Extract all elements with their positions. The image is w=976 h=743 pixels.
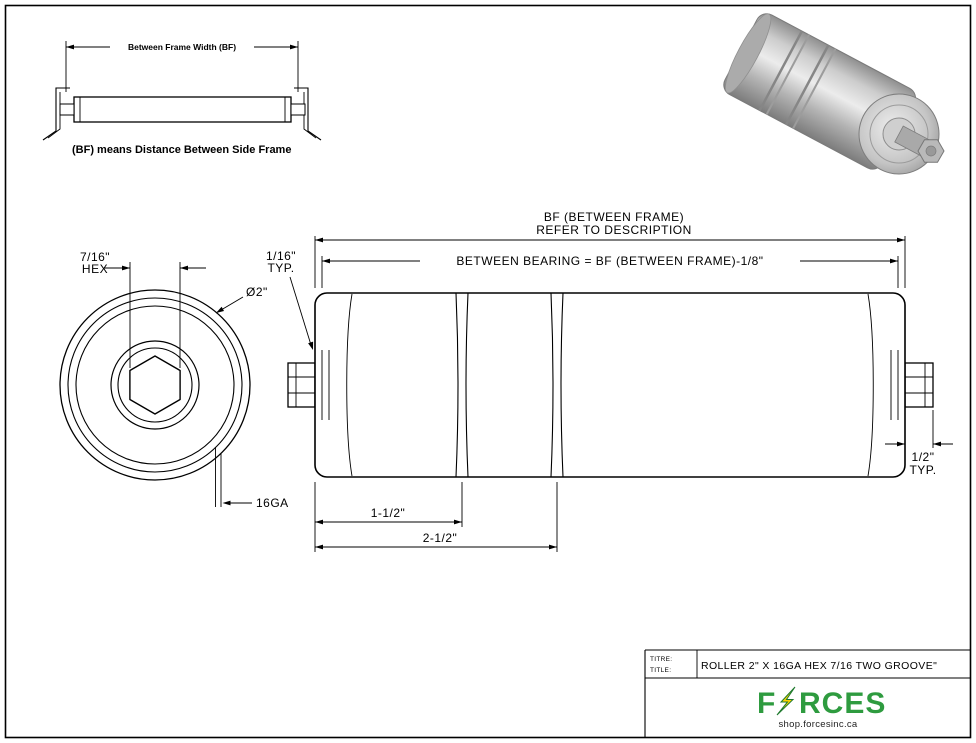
between-bearing-label: BETWEEN BEARING = BF (BETWEEN FRAME)-1/8… [456, 254, 763, 268]
end-clearance-callout: 1/16" TYP. [266, 249, 314, 350]
label-mask [420, 252, 800, 266]
tube-od-circle [59, 289, 251, 481]
inset-dim-label: Between Frame Width (BF) [128, 42, 236, 52]
groove-2 [550, 292, 564, 478]
brand-letter-f: F [757, 687, 776, 720]
forces-logo: F RCES [757, 686, 886, 720]
roller-end-view [59, 289, 251, 481]
groove1-dim-label: 1-1/2" [371, 506, 406, 520]
bearing-id-circle [117, 347, 193, 423]
bf-sub-label: REFER TO DESCRIPTION [536, 223, 692, 237]
right-shaft [904, 362, 934, 408]
tube-body-outline [314, 292, 906, 478]
bf-inset-diagram: Between Frame Width (BF) (BF) means Dist… [42, 38, 322, 156]
diameter-label: Ø2" [246, 285, 268, 299]
drawing-title: ROLLER 2" X 16GA HEX 7/16 TWO GROOVE" [701, 660, 937, 672]
title-block: TITRE: TITLE: ROLLER 2" X 16GA HEX 7/16 … [644, 649, 970, 737]
inset-caption: (BF) means Distance Between Side Frame [72, 144, 291, 156]
bearing-od-circle [110, 340, 200, 430]
groove-diameter-circle [75, 305, 235, 465]
tube-id-circle [67, 297, 243, 473]
gauge-label: 16GA [256, 496, 289, 510]
brand-letters-rces: RCES [799, 687, 886, 720]
label-mask [110, 38, 254, 52]
diameter-callout: Ø2" [215, 285, 268, 314]
roller-3d-render [723, 13, 945, 175]
end-clearance-typ-label: TYP. [267, 261, 294, 275]
groove-3d-1 [758, 30, 804, 112]
left-shaft [287, 362, 316, 408]
right-swage-curve [867, 293, 874, 477]
groove2-dim-label: 2-1/2" [423, 531, 458, 545]
end-clearance-label: 1/16" [266, 249, 296, 263]
lightning-bolt-icon [776, 686, 796, 716]
hex-dimension: 7/16" HEX [80, 250, 206, 368]
gauge-callout: 16GA [215, 447, 289, 510]
title-label-fr: TITRE: [650, 656, 672, 663]
inset-roller [59, 96, 306, 123]
shaft-extension-typ-label: TYP. [909, 463, 936, 477]
left-swage-curve [346, 293, 353, 477]
groove-3d-2 [785, 44, 830, 126]
hex-word-label: HEX [82, 262, 108, 276]
groove1-dimension: 1-1/2" [314, 482, 463, 552]
hex-bore [129, 355, 181, 415]
website-link: shop.forcesinc.ca [778, 719, 857, 730]
bf-label: BF (BETWEEN FRAME) [544, 210, 684, 224]
hex-size-label: 7/16" [80, 250, 110, 264]
shaft-extension-dimension: 1/2" TYP. [885, 410, 953, 477]
shaft-extension-label: 1/2" [912, 450, 935, 464]
title-label-en: TITLE: [650, 667, 671, 674]
groove-1 [455, 292, 469, 478]
bf-dimension: BF (BETWEEN FRAME) REFER TO DESCRIPTION [314, 210, 906, 288]
roller-side-view [287, 292, 934, 478]
groove2-dimension: 2-1/2" [315, 482, 558, 552]
between-bearing-dimension: BETWEEN BEARING = BF (BETWEEN FRAME)-1/8… [321, 252, 899, 288]
sheet-border [4, 4, 972, 739]
